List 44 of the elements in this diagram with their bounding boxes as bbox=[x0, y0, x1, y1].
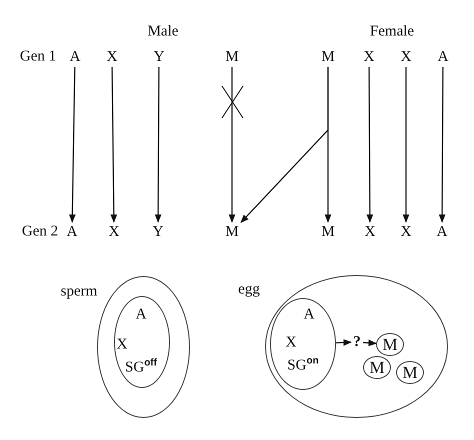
cell-label: egg bbox=[238, 282, 260, 298]
nucleus-outline bbox=[114, 296, 170, 388]
chromosome-label: Y bbox=[149, 222, 167, 242]
chromosome-label: X bbox=[116, 338, 128, 352]
arrow bbox=[362, 340, 377, 346]
gene-label: SG$^{on}$ bbox=[287, 356, 319, 374]
chromosome-label: A bbox=[433, 222, 451, 242]
chromosome-label: X bbox=[103, 47, 121, 67]
arrow bbox=[240, 67, 329, 223]
question-mark: ? bbox=[351, 333, 363, 351]
arrow bbox=[68, 67, 76, 223]
arrow bbox=[402, 67, 410, 223]
arrow bbox=[154, 67, 162, 223]
arrow bbox=[438, 67, 446, 223]
arrow bbox=[228, 67, 236, 223]
chromosome-label: Y bbox=[150, 47, 168, 67]
chromosome-label: X bbox=[397, 222, 415, 242]
chromosome-label: M bbox=[319, 47, 337, 67]
chromosome-label: A bbox=[434, 47, 452, 67]
chromosome-label: X bbox=[360, 47, 378, 67]
nucleus-outline bbox=[270, 298, 336, 390]
arrow bbox=[336, 339, 352, 346]
arrow bbox=[366, 67, 374, 223]
chromosome-label: M bbox=[223, 222, 241, 242]
row-heading: Gen 2 bbox=[22, 224, 58, 240]
circled-label: M bbox=[376, 333, 404, 356]
column-heading: Female bbox=[370, 24, 414, 40]
circled-label: M bbox=[396, 361, 424, 384]
arrow bbox=[110, 67, 118, 223]
chromosome-label: A bbox=[304, 308, 314, 322]
chromosome-label: X bbox=[105, 222, 123, 242]
chromosome-label: M bbox=[319, 222, 337, 242]
gene-label: SG$^{off}$ bbox=[125, 358, 157, 376]
chromosome-label: A bbox=[66, 47, 84, 67]
cell-label: sperm bbox=[60, 284, 98, 300]
column-heading: Male bbox=[148, 24, 178, 40]
chromosome-label: X bbox=[361, 222, 379, 242]
chromosome-label: A bbox=[136, 308, 146, 322]
chromosome-label: X bbox=[397, 47, 415, 67]
circled-label: M bbox=[363, 356, 391, 379]
row-heading: Gen 1 bbox=[20, 50, 56, 64]
chromosome-label: M bbox=[223, 47, 241, 67]
chromosome-label: A bbox=[63, 222, 81, 242]
chromosome-label: X bbox=[286, 336, 296, 350]
